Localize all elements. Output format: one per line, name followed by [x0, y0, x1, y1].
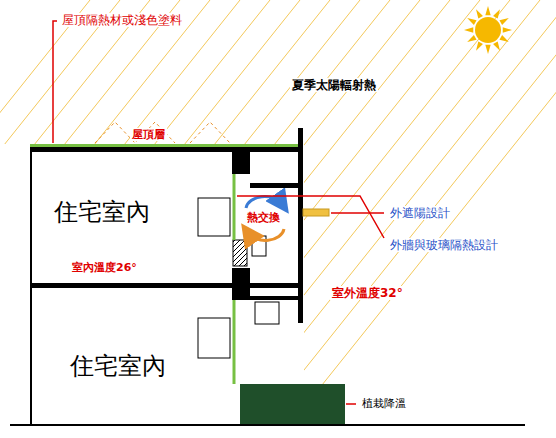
part-label: 植栽降溫: [360, 397, 408, 410]
room-label: 住宅室內: [52, 198, 152, 227]
reflected-rays: [95, 122, 230, 143]
sun-ray: [0, 0, 390, 438]
room-label: 住宅室內: [68, 352, 168, 381]
sun-ray: [0, 0, 450, 438]
sun-ray: [0, 0, 300, 438]
sun-ray-spike: [499, 18, 508, 25]
sun-ray-spike: [493, 9, 500, 18]
part-label: 屋頂層: [130, 128, 167, 141]
sun-ray-spike: [476, 9, 483, 18]
sun-ray: [0, 0, 480, 438]
sun-ray: [0, 0, 330, 438]
sun-ray: [0, 0, 240, 438]
heat-exchange-arrows: [246, 197, 284, 241]
sun-ray: [10, 0, 556, 438]
sun-icon: [464, 6, 512, 54]
note-label: 夏季太陽輻射熱: [290, 78, 378, 92]
sun-ray: [0, 0, 510, 438]
sun-ray-spike: [467, 18, 476, 25]
sun-ray: [0, 0, 270, 438]
sun-ray: [0, 0, 180, 438]
leader-lines: [53, 21, 384, 404]
part-label: 外牆與玻璃隔熱設計: [388, 238, 500, 252]
sun-ray-spike: [503, 27, 512, 32]
note-label: 屋頂隔熱材或淺色塗料: [60, 13, 184, 27]
sun-ray-spike: [493, 41, 500, 50]
sun-ray-spike: [467, 35, 476, 42]
sun-ray-spike: [499, 35, 508, 42]
building: [10, 128, 525, 425]
temperature-label: 室內溫度26°: [70, 261, 139, 274]
temperature-label: 室外溫度32°: [330, 286, 405, 300]
sun-ray-spike: [464, 27, 473, 32]
sun-ray: [0, 0, 210, 438]
note-label: 熱交換: [245, 211, 282, 224]
part-label: 外遮陽設計: [388, 206, 452, 220]
sun-ray-spike: [485, 6, 490, 15]
sun-ray: [0, 0, 420, 438]
sun-ray: [40, 0, 556, 438]
sun-ray-spike: [485, 45, 490, 54]
sun-ray-spike: [476, 41, 483, 50]
sun-ray: [0, 0, 540, 438]
sun-ray: [0, 0, 360, 438]
